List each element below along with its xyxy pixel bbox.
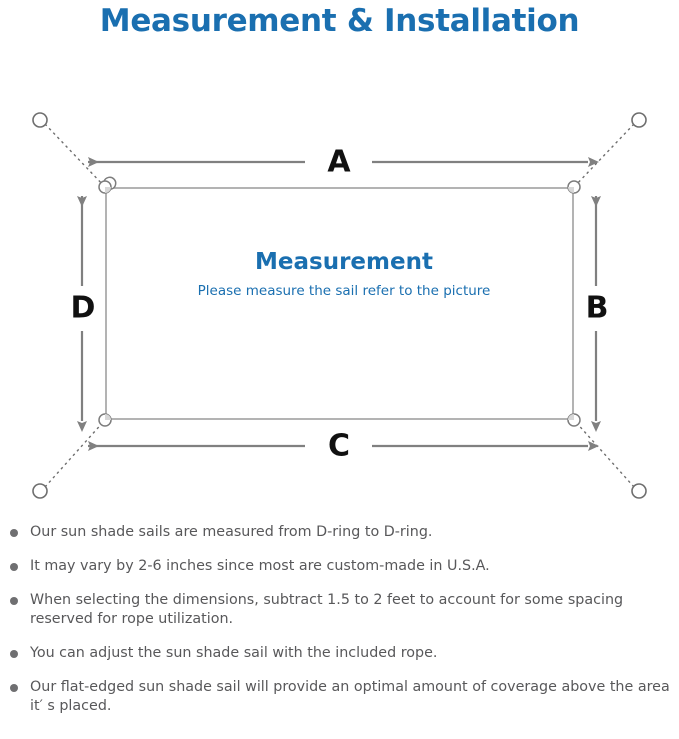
bullet-icon — [10, 597, 18, 605]
dimension-label-d: D — [71, 291, 96, 326]
d-ring-tab-top-right — [568, 187, 574, 193]
diagram-center-subtext: Please measure the sail refer to the pic… — [198, 283, 491, 299]
d-ring-tab-bottom-right — [568, 414, 574, 420]
list-item: You can adjust the sun shade sail with t… — [0, 644, 679, 663]
d-ring-tab-top-left — [105, 187, 111, 193]
d-ring-tab-bottom-left — [105, 414, 111, 420]
dimension-label-a: A — [327, 145, 351, 180]
diagram-center-heading: Measurement — [255, 249, 433, 275]
note-text: It may vary by 2-6 inches since most are… — [30, 558, 490, 574]
note-text: When selecting the dimensions, subtract … — [30, 592, 624, 627]
page-title: Measurement & Installation — [99, 3, 580, 39]
rope-bottom-left — [44, 419, 106, 488]
note-text: You can adjust the sun shade sail with t… — [30, 645, 438, 661]
bullet-icon — [10, 684, 18, 692]
dimension-label-c: C — [328, 429, 350, 464]
notes-list: Our sun shade sails are measured from D-… — [0, 523, 679, 731]
list-item: Our flat-edged sun shade sail will provi… — [0, 678, 679, 716]
rope-top-left — [44, 123, 106, 188]
list-item: When selecting the dimensions, subtract … — [0, 591, 679, 629]
anchor-bottom-left — [32, 483, 48, 499]
dimension-label-b: B — [586, 291, 609, 326]
anchor-top-right — [631, 112, 647, 128]
measurement-diagram: A C D B Measurement Please measure the s… — [0, 46, 679, 516]
rope-top-right — [573, 123, 635, 188]
rope-lines — [44, 123, 635, 488]
bullet-icon — [10, 650, 18, 658]
note-text: Our flat-edged sun shade sail will provi… — [30, 679, 670, 714]
shade-sail-body — [105, 187, 574, 420]
anchor-top-left — [32, 112, 48, 128]
list-item: It may vary by 2-6 inches since most are… — [0, 557, 679, 576]
rope-bottom-right — [573, 419, 635, 488]
anchor-rings — [32, 112, 647, 499]
bullet-icon — [10, 563, 18, 571]
note-text: Our sun shade sails are measured from D-… — [30, 524, 433, 540]
d-ring-tabs — [105, 187, 574, 420]
bullet-icon — [10, 529, 18, 537]
anchor-bottom-right — [631, 483, 647, 499]
list-item: Our sun shade sails are measured from D-… — [0, 523, 679, 542]
